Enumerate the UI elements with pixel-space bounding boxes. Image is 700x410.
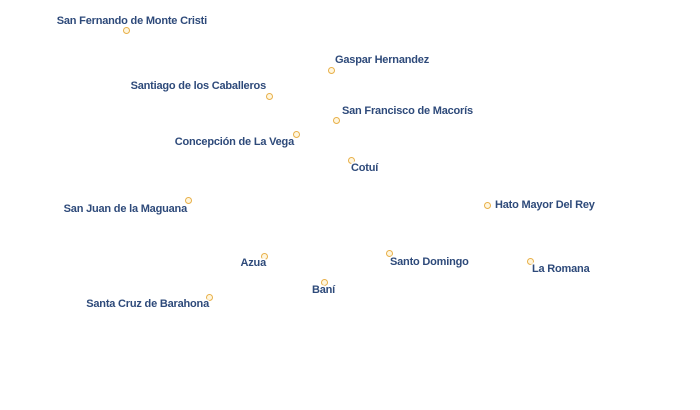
city-label: San Fernando de Monte Cristi — [56, 15, 207, 27]
city-marker-icon[interactable] — [205, 293, 213, 301]
city-marker-icon[interactable] — [292, 130, 300, 138]
city-marker-icon[interactable] — [385, 249, 393, 257]
city-marker-icon[interactable] — [327, 66, 335, 74]
city-label: La Romana — [532, 263, 590, 275]
city-marker-icon[interactable] — [347, 156, 355, 164]
city-label: Concepción de La Vega — [174, 136, 294, 148]
city-label: Cotuí — [351, 162, 379, 174]
city-label: Santa Cruz de Barahona — [86, 298, 209, 310]
city-label: Santiago de los Caballeros — [130, 80, 267, 92]
city-marker-icon[interactable] — [260, 252, 268, 260]
city-label: San Juan de la Maguana — [63, 203, 188, 215]
city-label: San Francisco de Macorís — [342, 105, 473, 117]
city-marker-icon[interactable] — [122, 26, 130, 34]
city-marker-icon[interactable] — [320, 278, 328, 286]
city-marker-icon[interactable] — [184, 196, 192, 204]
city-marker-icon[interactable] — [526, 257, 534, 265]
city-marker-icon[interactable] — [265, 92, 273, 100]
city-marker-icon[interactable] — [483, 201, 491, 209]
city-label: Azua — [240, 257, 267, 269]
city-label: Gaspar Hernandez — [335, 54, 430, 66]
city-label: Baní — [312, 284, 336, 296]
city-marker-icon[interactable] — [332, 116, 340, 124]
city-label: Santo Domingo — [390, 256, 469, 268]
city-label: Hato Mayor Del Rey — [495, 199, 595, 211]
